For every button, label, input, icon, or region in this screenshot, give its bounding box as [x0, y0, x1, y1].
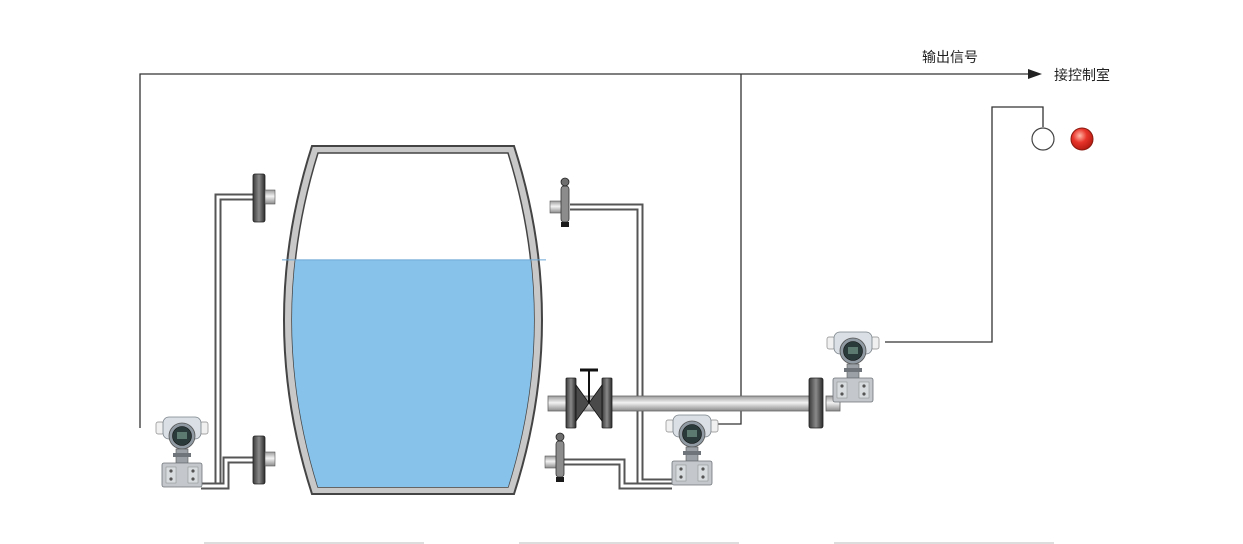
- middle-transmitter-signal-line: [707, 74, 742, 425]
- left-pressure-transmitter-icon: [155, 416, 209, 488]
- upper-right-needle-valve: [549, 177, 570, 227]
- output-signal-line: [139, 73, 1030, 428]
- output-signal-label: 输出信号: [922, 50, 978, 66]
- signal-arrow-icon: [1028, 69, 1042, 79]
- upper-left-flange: [252, 173, 276, 223]
- lower-right-needle-valve: [544, 432, 565, 482]
- indicator-lamp-on-icon: [1070, 127, 1094, 151]
- middle-pressure-transmitter-icon: [665, 414, 719, 486]
- right-pressure-transmitter-icon: [826, 331, 880, 403]
- indicator-lamp-off-icon: [1031, 127, 1055, 151]
- tank-liquid: [292, 259, 534, 487]
- signal-wiring: [139, 69, 1044, 428]
- transmitters: [155, 331, 880, 488]
- alarm-signal-line: [885, 106, 1044, 343]
- lower-left-flange: [252, 435, 276, 485]
- right-pipe-flange: [808, 377, 824, 429]
- control-room-label: 接控制室: [1054, 67, 1110, 84]
- storage-tank: [282, 145, 546, 495]
- impulse-pipes: [201, 193, 672, 490]
- gate-valve-icon: [565, 368, 613, 429]
